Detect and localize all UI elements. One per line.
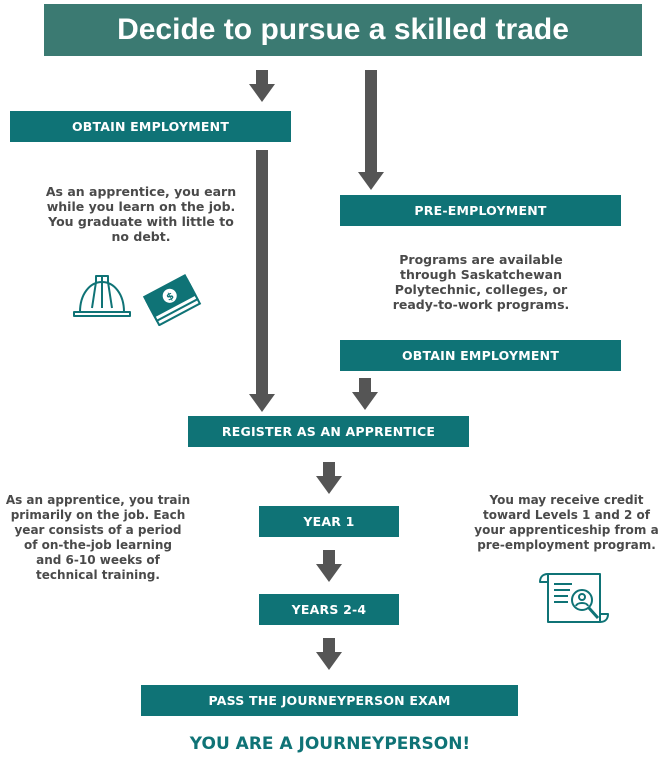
note-line: ready-to-work programs. [392, 297, 570, 312]
arrow-right-to-register [352, 378, 378, 410]
credit-note: You may receive credit toward Levels 1 a… [466, 493, 667, 553]
pre-employment-box: PRE-EMPLOYMENT [340, 195, 621, 226]
journeyperson-result: YOU ARE A JOURNEYPERSON! [189, 734, 471, 754]
note-line: and 6-10 weeks of [36, 553, 160, 567]
hard-hat-icon [73, 275, 131, 317]
note-line: pre-employment program. [477, 538, 656, 552]
note-line: no debt. [111, 229, 171, 244]
note-line: You may receive credit [489, 493, 644, 507]
note-line: toward Levels 1 and 2 of [483, 508, 650, 522]
note-line: your apprenticeship from a [474, 523, 659, 537]
note-line: while you learn on the job. [46, 199, 236, 214]
note-line: year consists of a period [14, 523, 182, 537]
obtain-employment-left-box: OBTAIN EMPLOYMENT [10, 111, 291, 142]
training-note: As an apprentice, you train primarily on… [0, 493, 196, 583]
note-line: As an apprentice, you earn [45, 184, 237, 199]
earn-while-learn-note: As an apprentice, you earn while you lea… [30, 184, 252, 244]
title-banner: Decide to pursue a skilled trade [44, 4, 642, 56]
note-line: You graduate with little to [48, 214, 234, 229]
money-icon: $ [142, 273, 202, 326]
note-line: through Saskatchewan [400, 267, 562, 282]
programs-note: Programs are available through Saskatche… [370, 252, 592, 312]
note-line: primarily on the job. Each [10, 508, 186, 522]
arrow-to-obtain-employment-left [249, 70, 275, 102]
note-line: of on-the-job learning [24, 538, 172, 552]
register-apprentice-box: REGISTER AS AN APPRENTICE [188, 416, 469, 447]
svg-text:$: $ [165, 291, 176, 304]
arrow-to-year-1 [316, 462, 342, 494]
arrow-left-to-register [249, 150, 275, 412]
arrow-to-years-2-4 [316, 550, 342, 582]
note-line: technical training. [36, 568, 160, 582]
arrow-to-exam [316, 638, 342, 670]
note-line: As an apprentice, you train [5, 493, 191, 507]
arrow-to-pre-employment [358, 70, 384, 190]
note-line: Programs are available [399, 252, 563, 267]
journeyperson-exam-box: PASS THE JOURNEYPERSON EXAM [141, 685, 518, 716]
year-1-box: YEAR 1 [259, 506, 399, 537]
note-line: Polytechnic, colleges, or [394, 282, 568, 297]
years-2-4-box: YEARS 2-4 [259, 594, 399, 625]
document-search-icon [539, 573, 609, 623]
obtain-employment-right-box: OBTAIN EMPLOYMENT [340, 340, 621, 371]
